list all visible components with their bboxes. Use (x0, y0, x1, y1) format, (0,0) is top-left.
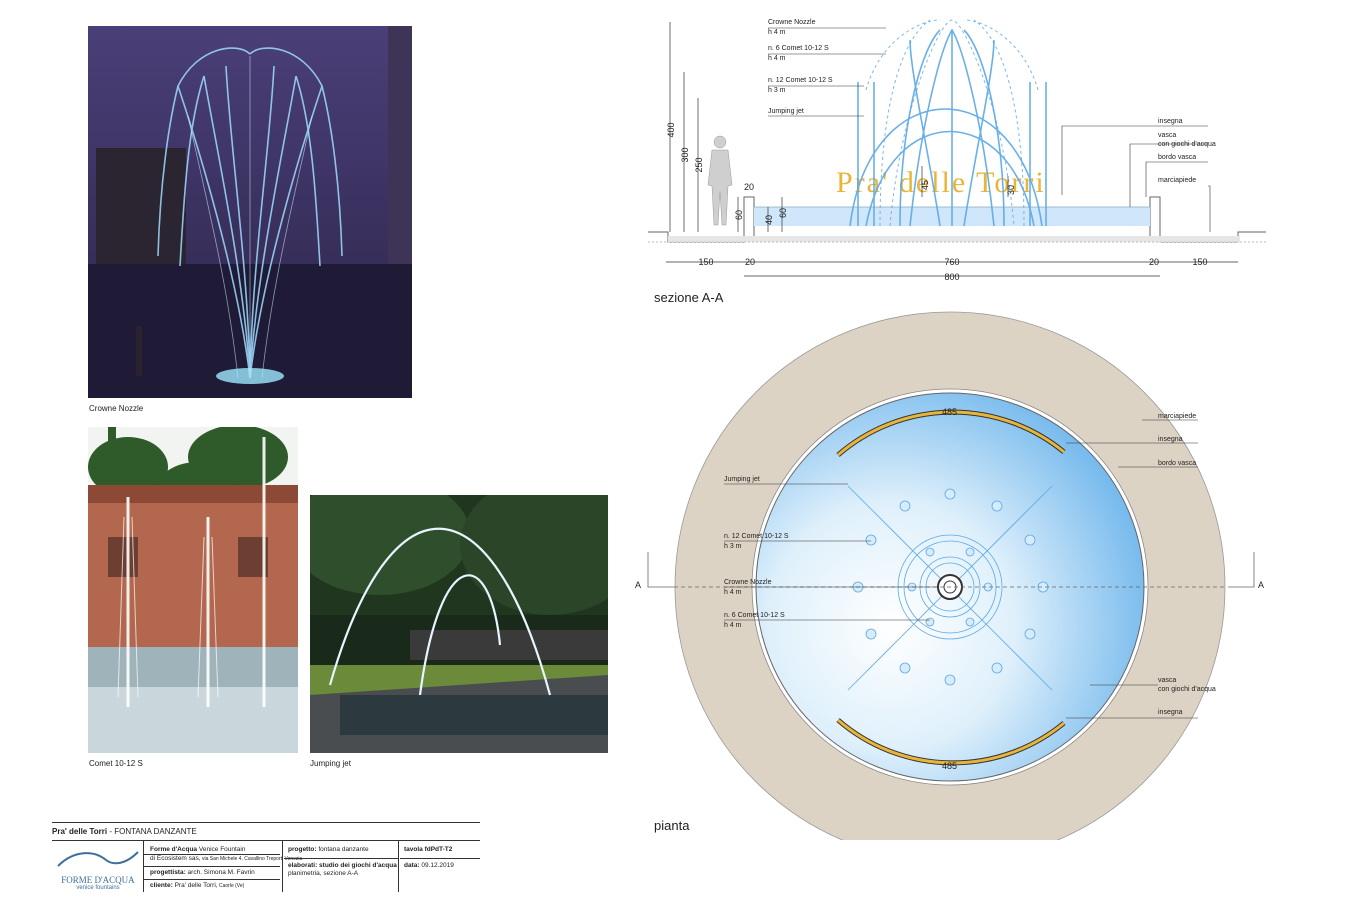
dim-250: 250 (694, 157, 704, 172)
label-comet12-h: h 3 m (768, 87, 786, 94)
plan-label-comet6-h: h 4 m (724, 622, 742, 629)
dim-400: 400 (666, 122, 676, 137)
photo-jumping-jet (310, 495, 608, 753)
label-insegna: insegna (1158, 118, 1183, 125)
caption-jumping-jet: Jumping jet (310, 759, 351, 768)
caption-crowne-nozzle: Crowne Nozzle (89, 404, 144, 413)
plan-label-vasca-2: con giochi d'acqua (1158, 686, 1216, 693)
plan-label-insegna-bottom: insegna (1158, 709, 1183, 716)
label-vasca: vasca (1158, 132, 1176, 139)
plan-drawing: 485 485 A A (635, 311, 1264, 840)
dim-40: 40 (764, 215, 774, 225)
dim-30: 30 (1006, 185, 1016, 195)
dim-760: 760 (944, 257, 959, 267)
dim-300: 300 (680, 147, 690, 162)
dim-60-inner: 60 (778, 208, 788, 218)
dim-150-left: 150 (698, 257, 713, 267)
arc-top-dim: 485 (942, 407, 957, 417)
logo-wave-icon (57, 851, 139, 867)
plan-label-comet6: n. 6 Comet 10-12 S (724, 612, 785, 619)
dim-800: 800 (944, 272, 959, 282)
plan-label-crowne: Crowne Nozzle (724, 579, 772, 586)
dim-20-left: 20 (745, 257, 755, 267)
dim-60-left: 60 (734, 210, 744, 220)
section-a-a-drawing: Pra' delle Torri 400 300 2 (648, 19, 1266, 282)
label-jumping: Jumping jet (768, 108, 804, 115)
person-silhouette-icon (707, 135, 733, 226)
title-heading: Pra' delle Torri - FONTANA DANZANTE (52, 827, 197, 836)
label-comet12: n. 12 Comet 10-12 S (768, 77, 833, 84)
plan-title: pianta (654, 818, 690, 833)
caption-comet: Comet 10-12 S (89, 759, 143, 768)
dim-150-right: 150 (1192, 257, 1207, 267)
label-marciapiede: marciapiede (1158, 177, 1196, 184)
label-crowne: Crowne Nozzle (768, 19, 816, 26)
comet-nozzles (852, 488, 1049, 686)
label-crowne-h: h 4 m (768, 29, 786, 36)
plan-label-comet12-h: h 3 m (724, 543, 742, 550)
plan-label-marciapiede: marciapiede (1158, 413, 1196, 420)
dim-20-top: 20 (744, 182, 754, 192)
plan-label-bordo: bordo vasca (1158, 460, 1196, 467)
photo-crowne-nozzle (88, 26, 412, 398)
photo-comet (88, 427, 298, 753)
section-title: sezione A-A (654, 290, 724, 305)
plan-label-comet12: n. 12 Comet 10-12 S (724, 533, 789, 540)
plan-label-vasca: vasca (1158, 677, 1176, 684)
section-mark-left: A (635, 580, 641, 590)
label-vasca-2: con giochi d'acqua (1158, 141, 1216, 148)
dim-45: 45 (920, 180, 930, 190)
sign-text: Pra' delle Torri (836, 166, 1046, 199)
dim-20-right: 20 (1149, 257, 1159, 267)
label-comet6: n. 6 Comet 10-12 S (768, 45, 829, 52)
logo: FORME D'ACQUA venice fountains (54, 846, 142, 892)
arc-bottom-dim: 485 (942, 761, 957, 771)
plan-label-jumping: Jumping jet (724, 476, 760, 483)
title-block: Pra' delle Torri - FONTANA DANZANTE FORM… (52, 822, 480, 894)
section-mark-right: A (1258, 580, 1264, 590)
plan-label-insegna-top: insegna (1158, 436, 1183, 443)
label-bordo: bordo vasca (1158, 154, 1196, 161)
plan-label-crowne-h: h 4 m (724, 589, 742, 596)
label-comet6-h: h 4 m (768, 55, 786, 62)
